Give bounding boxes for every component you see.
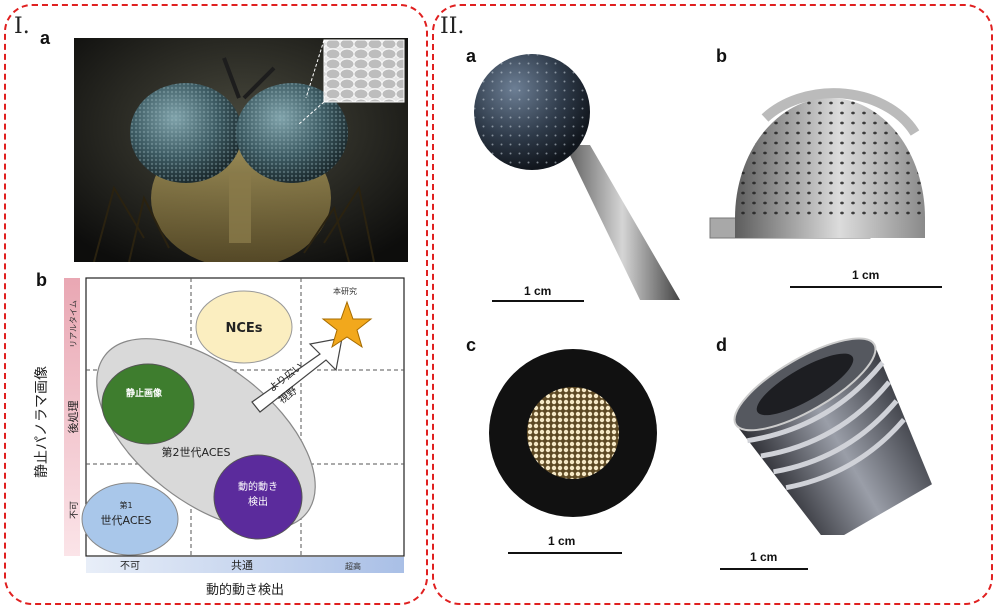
this-study-star: [321, 300, 373, 349]
scale-label-c: 1 cm: [548, 534, 576, 548]
subfigure-ii-b-label: b: [716, 46, 727, 66]
x-axis-title: 動的動き検出: [206, 582, 284, 598]
y-level-realtime: リアルタイム: [69, 300, 78, 348]
wider-fov-arrow: [251, 337, 343, 413]
gen1-label-2: 世代ACES: [101, 514, 152, 527]
gen1-label-1: 第1: [119, 500, 132, 510]
dynamic-label-2: 検出: [248, 495, 268, 508]
dynamic-label-1: 動的動き: [238, 480, 278, 493]
y-level-postproc: 後処理: [66, 401, 80, 434]
star-label: 本研究: [333, 286, 357, 296]
static-ellipse: [101, 363, 195, 445]
gen1-ellipse: [81, 482, 179, 556]
panel-ii-label: II.: [440, 14, 465, 39]
panel-i-frame: [4, 4, 428, 605]
nces-ellipse: [195, 290, 293, 364]
subfigure-i-a-label: a: [40, 28, 51, 48]
panel-i-label: I.: [14, 14, 30, 39]
scale-bar-c: [508, 552, 622, 554]
scale-label-b: 1 cm: [852, 268, 880, 282]
x-level-none: 不可: [120, 561, 140, 572]
x-level-common: 共通: [231, 559, 253, 572]
x-axis-bar: [86, 557, 404, 573]
dome-sphere-photo: [474, 54, 680, 300]
hemisphere-render: [709, 88, 925, 239]
subfigure-i-b-label: b: [36, 270, 47, 290]
scale-bar-d: [720, 568, 808, 570]
subfigure-ii-d-label: d: [716, 335, 727, 355]
ringed-cone-render: [733, 337, 932, 535]
x-level-ultra: 超高: [345, 561, 361, 571]
panel-ii-frame: [432, 4, 993, 605]
y-axis-title: 静止パノラマ画像: [34, 366, 50, 478]
dynamic-ellipse: [213, 454, 303, 540]
concept-chart: 本研究 NCEs 静止画像 第2世代ACES 動的動き 検出 第1 世代ACES…: [34, 277, 405, 598]
fiber-array-photo: [489, 349, 657, 517]
static-label: 静止画像: [126, 387, 163, 399]
y-axis-bar: [64, 278, 80, 556]
subfigure-ii-c-label: c: [466, 335, 477, 355]
subfigure-ii-a-label: a: [466, 46, 477, 66]
scale-bar-a: [492, 300, 584, 302]
scale-bar-b: [790, 286, 942, 288]
scale-label-a: 1 cm: [524, 284, 552, 298]
scale-label-d: 1 cm: [750, 550, 778, 564]
fly-eye-photo: [74, 38, 408, 262]
y-level-none: 不可: [69, 501, 80, 519]
gen2-label: 第2世代ACES: [162, 445, 231, 459]
nces-label: NCEs: [225, 321, 262, 336]
